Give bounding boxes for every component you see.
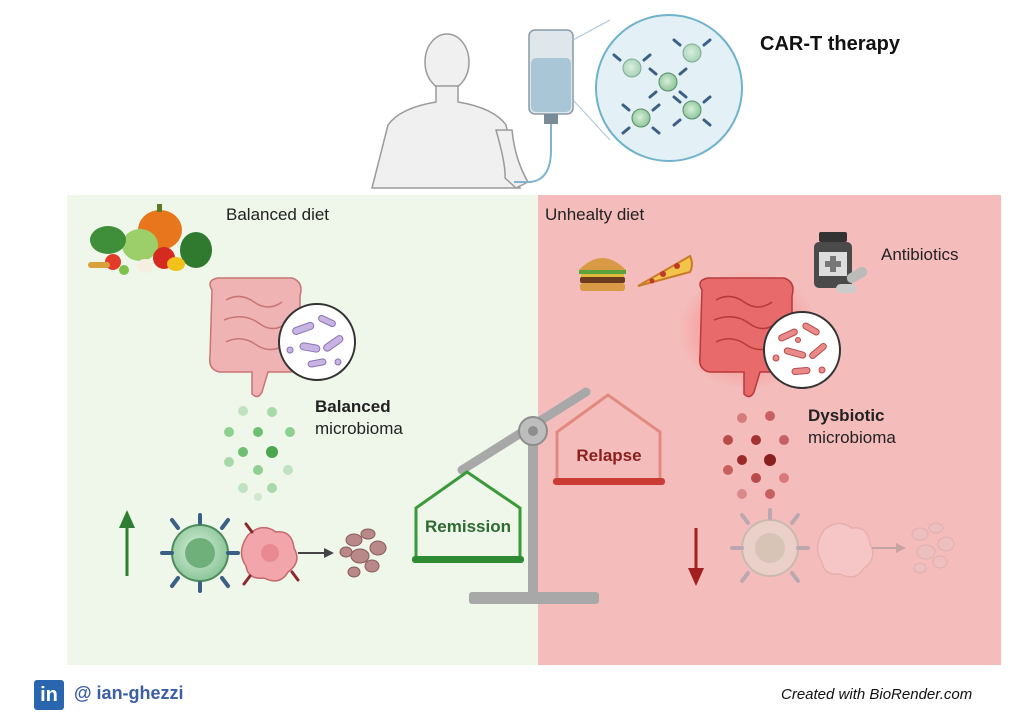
tumor-cell-icon [240, 522, 334, 586]
linkedin-handle[interactable]: @ ian-ghezzi [74, 683, 184, 703]
t-cell-icon [160, 513, 240, 593]
faded-t-cell-icon [730, 508, 955, 583]
linkedin-icon[interactable]: in [34, 680, 64, 710]
pill-bottle-icon [814, 232, 868, 293]
unhealthy-diet-heading: Unhealty diet [545, 205, 645, 224]
burger-icon [579, 258, 626, 291]
car-t-cells-icon [595, 14, 743, 162]
up-arrow-icon [119, 510, 135, 576]
down-arrow-icon [688, 528, 704, 586]
dysbiotic-microbiome-bold: Dysbiotic [808, 406, 885, 425]
balanced-metabolites-dots [224, 406, 295, 501]
iv-bag-icon [514, 19, 611, 183]
dysbiotic-microbiome-text: microbioma [808, 428, 896, 447]
bacteria-circle-icon [278, 303, 356, 381]
dead-tumor-cell-icon [339, 528, 387, 578]
balance-scale-icon [412, 387, 665, 604]
relapse-label: Relapse [576, 446, 641, 465]
page-title: CAR-T therapy [760, 33, 901, 55]
balanced-diet-panel [67, 195, 538, 665]
dysbiotic-metabolites-dots [723, 411, 789, 499]
balanced-diet-heading: Balanced diet [226, 205, 330, 224]
balanced-microbiome-bold: Balanced [315, 397, 391, 416]
pizza-icon [637, 254, 693, 287]
remission-label: Remission [425, 517, 511, 536]
human-body-icon [371, 33, 530, 189]
vegetables-icon [88, 204, 212, 275]
balanced-microbiome-label: Balanced microbioma [315, 396, 403, 440]
antibiotics-label: Antibiotics [881, 245, 959, 264]
biorender-credit: Created with BioRender.com [781, 686, 973, 703]
dysbiotic-microbiome-label: Dysbiotic microbioma [808, 405, 896, 449]
bacteria-circle-icon [763, 311, 841, 389]
balanced-microbiome-text: microbioma [315, 419, 403, 438]
